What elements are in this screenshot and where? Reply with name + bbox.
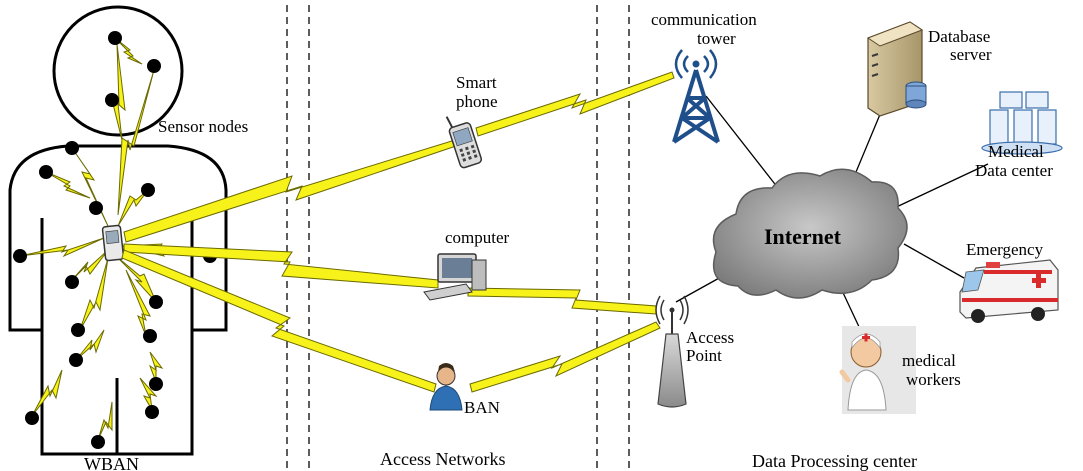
label-access-point-1: Access: [686, 328, 734, 347]
sensor-link: [19, 237, 105, 258]
wireless-links: [121, 71, 675, 393]
label-medical-workers-2: workers: [906, 370, 961, 389]
wireless-link-phone: [123, 139, 457, 243]
sensor-link: [114, 37, 143, 65]
label-data-center-1: Medical: [988, 142, 1044, 161]
head-outline: [52, 5, 184, 137]
sensor-node: [89, 201, 103, 215]
sensor-link: [125, 269, 151, 337]
sensor-node: [71, 323, 85, 337]
label-data-center-2: Data center: [975, 161, 1053, 180]
data-center-icon: [981, 91, 1063, 155]
sensor-node: [105, 93, 119, 107]
sensor-link: [111, 43, 126, 141]
label-emergency: Emergency: [966, 240, 1044, 259]
label-wban: WBAN: [84, 454, 139, 471]
label-database-1: Database: [928, 27, 990, 46]
sensor-node: [69, 353, 83, 367]
sensor-link: [148, 351, 164, 383]
wireless-link-phone-tower: [475, 71, 675, 137]
label-access-point-2: Point: [686, 346, 722, 365]
sensor-node: [13, 249, 27, 263]
label-database-2: server: [950, 45, 992, 64]
body-controller-device: [101, 224, 125, 262]
sensor-link: [75, 329, 105, 361]
sensor-link: [97, 401, 113, 441]
sensor-node: [149, 377, 163, 391]
sensor-link: [71, 147, 109, 227]
link-emergency-internet: [903, 243, 965, 279]
label-tower-2: tower: [697, 29, 736, 48]
sensor-node: [25, 411, 39, 425]
label-data-processing-center: Data Processing center: [752, 451, 917, 471]
label-internet: Internet: [764, 224, 842, 249]
link-tower-internet: [705, 95, 779, 189]
wireless-link-computer-ap: [467, 287, 657, 315]
sensor-node: [143, 329, 157, 343]
torso-outline: [8, 144, 228, 456]
cloud-icon: [712, 168, 908, 299]
sensor-node: [149, 295, 163, 309]
wireless-link-ban: [121, 249, 437, 393]
sensor-link: [117, 69, 155, 216]
label-access-networks: Access Networks: [380, 449, 505, 469]
smartphone-icon: [445, 116, 483, 169]
sensor-node: [39, 165, 53, 179]
sensor-node: [147, 59, 161, 73]
label-smart-phone-2: phone: [456, 92, 498, 111]
sensor-node-dots: [13, 31, 217, 449]
database-server-icon: [866, 21, 927, 117]
sensor-node: [91, 435, 105, 449]
sensor-node: [108, 31, 122, 45]
link-dc-internet: [889, 163, 989, 211]
sensor-node: [65, 275, 79, 289]
computer-icon: [423, 253, 487, 301]
label-medical-workers-1: medical: [902, 351, 956, 370]
label-tower-1: communication: [651, 10, 757, 29]
label-computer: computer: [445, 228, 510, 247]
sensor-link: [45, 171, 91, 199]
access-point-icon: [655, 295, 689, 408]
sensor-node: [145, 405, 159, 419]
sensor-link: [117, 189, 149, 227]
wireless-link-ban-ap: [469, 321, 661, 393]
person-icon: [429, 363, 463, 411]
sensor-link: [31, 369, 63, 417]
sensor-link: [139, 377, 158, 411]
communication-tower-icon: [672, 49, 720, 144]
human-body-outline: [8, 5, 228, 456]
label-ban: BAN: [464, 398, 500, 417]
label-sensor-nodes: Sensor nodes: [158, 117, 248, 136]
wireless-link-computer: [123, 243, 439, 289]
sensor-node: [65, 141, 79, 155]
sensor-node: [141, 183, 155, 197]
label-smart-phone-1: Smart: [456, 73, 497, 92]
doctor-icon: [839, 326, 916, 414]
ambulance-icon: [959, 259, 1059, 323]
section-dividers: [286, 5, 630, 471]
